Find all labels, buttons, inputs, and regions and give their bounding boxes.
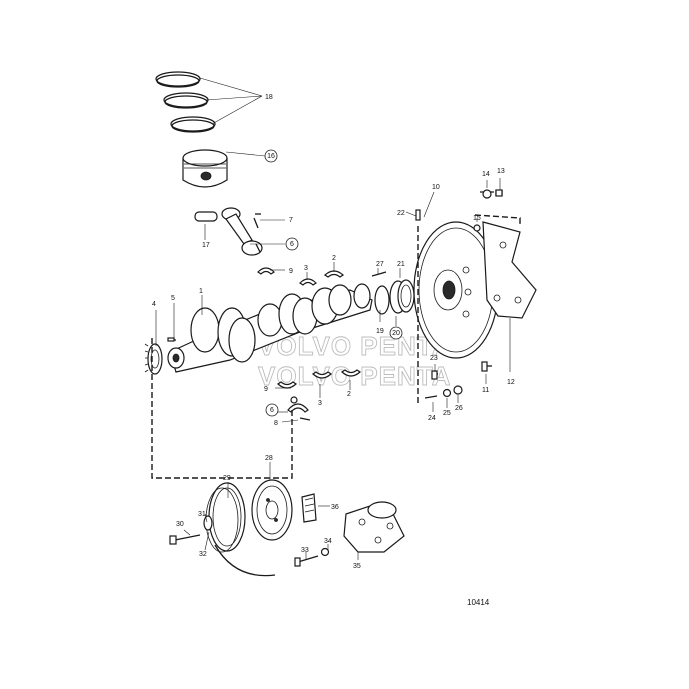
part-label-36: 36 [331, 504, 339, 511]
leader-lines [155, 77, 511, 560]
hardware [167, 189, 503, 399]
label-circle-16 [264, 149, 278, 163]
part-label-26: 26 [455, 405, 463, 412]
part-label-23: 23 [430, 355, 438, 362]
part-label-27: 27 [376, 261, 384, 268]
part-label-18: 18 [265, 94, 273, 101]
label-circle-20 [389, 326, 403, 340]
piston [182, 149, 228, 188]
vibration-damper [251, 479, 293, 541]
part-label-22: 22 [397, 210, 405, 217]
part-label-13: 13 [497, 168, 505, 175]
part-label-34: 34 [324, 538, 332, 545]
part-label-6-lower: 6 [270, 407, 274, 414]
part-label-29: 29 [223, 475, 231, 482]
part-label-32: 32 [199, 551, 207, 558]
part-label-7: 7 [289, 217, 293, 224]
bearing-shells-lower [277, 369, 361, 421]
part-label-31: 31 [198, 511, 206, 518]
part-label-21: 21 [397, 261, 405, 268]
crankshaft-pulley [203, 482, 246, 553]
part-label-11: 11 [482, 387, 489, 394]
part-label-5: 5 [171, 295, 175, 302]
part-label-2-lower: 2 [347, 391, 351, 398]
piston-rings [155, 71, 216, 133]
part-label-14: 14 [482, 171, 490, 178]
part-label-24: 24 [428, 415, 436, 422]
bearing-shells-upper [257, 267, 344, 286]
belt-insert [301, 493, 317, 523]
part-label-12: 12 [507, 379, 515, 386]
flex-plate [482, 221, 537, 319]
crankshaft [167, 283, 373, 373]
dashed-assembly-lines [151, 214, 521, 479]
part-label-10: 10 [432, 184, 440, 191]
part-label-15: 15 [473, 215, 481, 222]
part-label-33: 33 [301, 547, 309, 554]
label-circle-6b [265, 403, 279, 417]
crankshaft-gear [144, 343, 163, 375]
part-label-2-upper: 2 [332, 255, 336, 262]
part-label-16: 16 [267, 153, 275, 160]
pump-housing [343, 501, 405, 553]
part-label-20: 20 [392, 330, 400, 337]
part-label-30: 30 [176, 521, 184, 528]
part-label-9-upper: 9 [289, 268, 293, 275]
part-label-9-lower: 9 [264, 386, 268, 393]
drawing-number: 10414 [467, 598, 490, 607]
part-label-28: 28 [265, 455, 273, 462]
part-label-17: 17 [202, 242, 210, 249]
part-label-35: 35 [353, 563, 361, 570]
rear-seal-rings [371, 271, 415, 315]
part-label-8: 8 [274, 420, 278, 427]
pulley-bolts [169, 534, 330, 577]
label-circle-6a [285, 237, 299, 251]
part-label-1: 1 [199, 288, 203, 295]
connecting-rod [194, 207, 263, 256]
part-label-4: 4 [152, 301, 156, 308]
part-label-3-lower: 3 [318, 400, 322, 407]
part-label-25: 25 [443, 410, 451, 417]
part-label-3-upper: 3 [304, 265, 308, 272]
part-label-19: 19 [376, 328, 384, 335]
part-label-6-upper: 6 [290, 241, 294, 248]
